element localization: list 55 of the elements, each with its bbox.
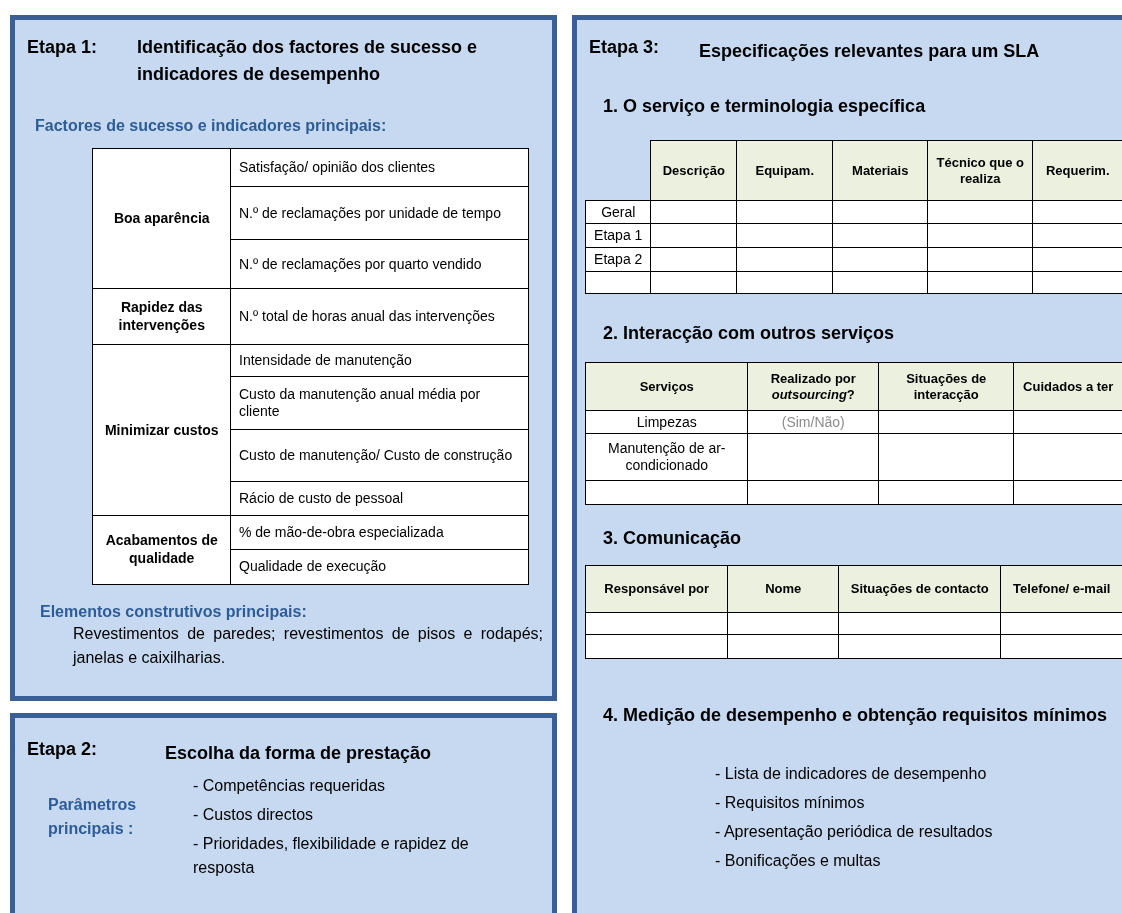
stage-label: Etapa 3: <box>589 36 661 59</box>
panel-title: Identificação dos factores de sucesso e indicadores de desempenho <box>137 36 479 86</box>
list-item: - Prioridades, flexibilidade e rapidez de resposta <box>193 834 470 878</box>
table-cell: Manutenção de ar-condicionado <box>585 433 749 482</box>
table-cell: Qualidade de execução <box>230 549 529 585</box>
list-item: - Custos directos <box>193 805 315 825</box>
table-cell: Minimizar custos <box>92 344 232 517</box>
table-cell: Intensidade de manutenção <box>230 344 529 378</box>
header-cell: Nome <box>727 565 840 614</box>
parameter-heading: Parâmetros principais : <box>48 795 138 839</box>
stage-label: Etapa 1: <box>27 36 99 59</box>
table-cell: Satisfação/ opinião dos clientes <box>230 148 529 188</box>
section-heading: 1. O serviço e terminologia específica <box>603 95 927 118</box>
table-cell: Rapidez das intervenções <box>92 288 232 346</box>
header-cell: Descrição <box>650 140 738 202</box>
table-cell: N.º de reclamações por unidade de tempo <box>230 186 529 241</box>
list-item: - Bonificações e multas <box>715 851 882 871</box>
paragraph: Revestimentos de paredes; revestimentos de pisos e rodapés; janelas e caixilharias. <box>73 624 543 668</box>
header-cell: Técnico que o realiza <box>927 140 1034 202</box>
table-cell: Custo de manutenção/ Custo de construção <box>230 429 529 483</box>
table-cell: Acabamentos de qualidade <box>92 515 232 585</box>
header-cell: Equipam. <box>736 140 834 202</box>
table-cell: Rácio de custo de pessoal <box>230 481 529 517</box>
section-heading: 2. Interacção com outros serviços <box>603 322 896 345</box>
table-cell: N.º de reclamações por quarto vendido <box>230 239 529 290</box>
header-cell: Situações de interacção <box>878 362 1015 412</box>
table-cell: Custo da manutenção anual média por cliente <box>230 376 529 431</box>
table-cell: Boa aparência <box>92 148 232 290</box>
table-cell: Etapa 2 <box>585 247 652 273</box>
table-cell: N.º total de horas anual das intervenções <box>230 288 529 346</box>
section-heading: Factores de sucesso e indicadores principais: <box>35 116 388 136</box>
header-cell: Situações de contacto <box>838 565 1002 614</box>
table-cell: Limpezas <box>585 410 749 435</box>
list-item: - Requisitos mínimos <box>715 793 866 813</box>
section-heading: 4. Medição de desempenho e obtenção requisitos mínimos <box>603 704 1109 727</box>
panel-title: Especificações relevantes para um SLA <box>699 40 1041 63</box>
header-cell: Telefone/ e-mail <box>1000 565 1122 614</box>
list-item: - Lista de indicadores de desempenho <box>715 764 988 784</box>
panel-title: Escolha da forma de prestação <box>165 742 433 765</box>
table-cell: % de mão-de-obra especializada <box>230 515 529 551</box>
table-cell: (Sim/Não) <box>747 410 880 435</box>
table-cell: Etapa 1 <box>585 223 652 249</box>
section-heading: Elementos construtivos principais: <box>40 602 308 622</box>
header-cell: Realizado por outsourcing? <box>747 362 880 412</box>
header-cell: Requerim. <box>1032 140 1122 202</box>
section-heading: 3. Comunicação <box>603 527 743 550</box>
list-item: - Competências requeridas <box>193 776 387 796</box>
stage-panel <box>10 713 557 913</box>
table-cell: Geral <box>585 200 652 225</box>
header-cell: Serviços <box>585 362 749 412</box>
header-cell: Materiais <box>832 140 929 202</box>
header-cell: Responsável por <box>585 565 729 614</box>
list-item: - Apresentação periódica de resultados <box>715 822 994 842</box>
stage-label: Etapa 2: <box>27 738 99 761</box>
header-cell: Cuidados a ter <box>1013 362 1122 412</box>
